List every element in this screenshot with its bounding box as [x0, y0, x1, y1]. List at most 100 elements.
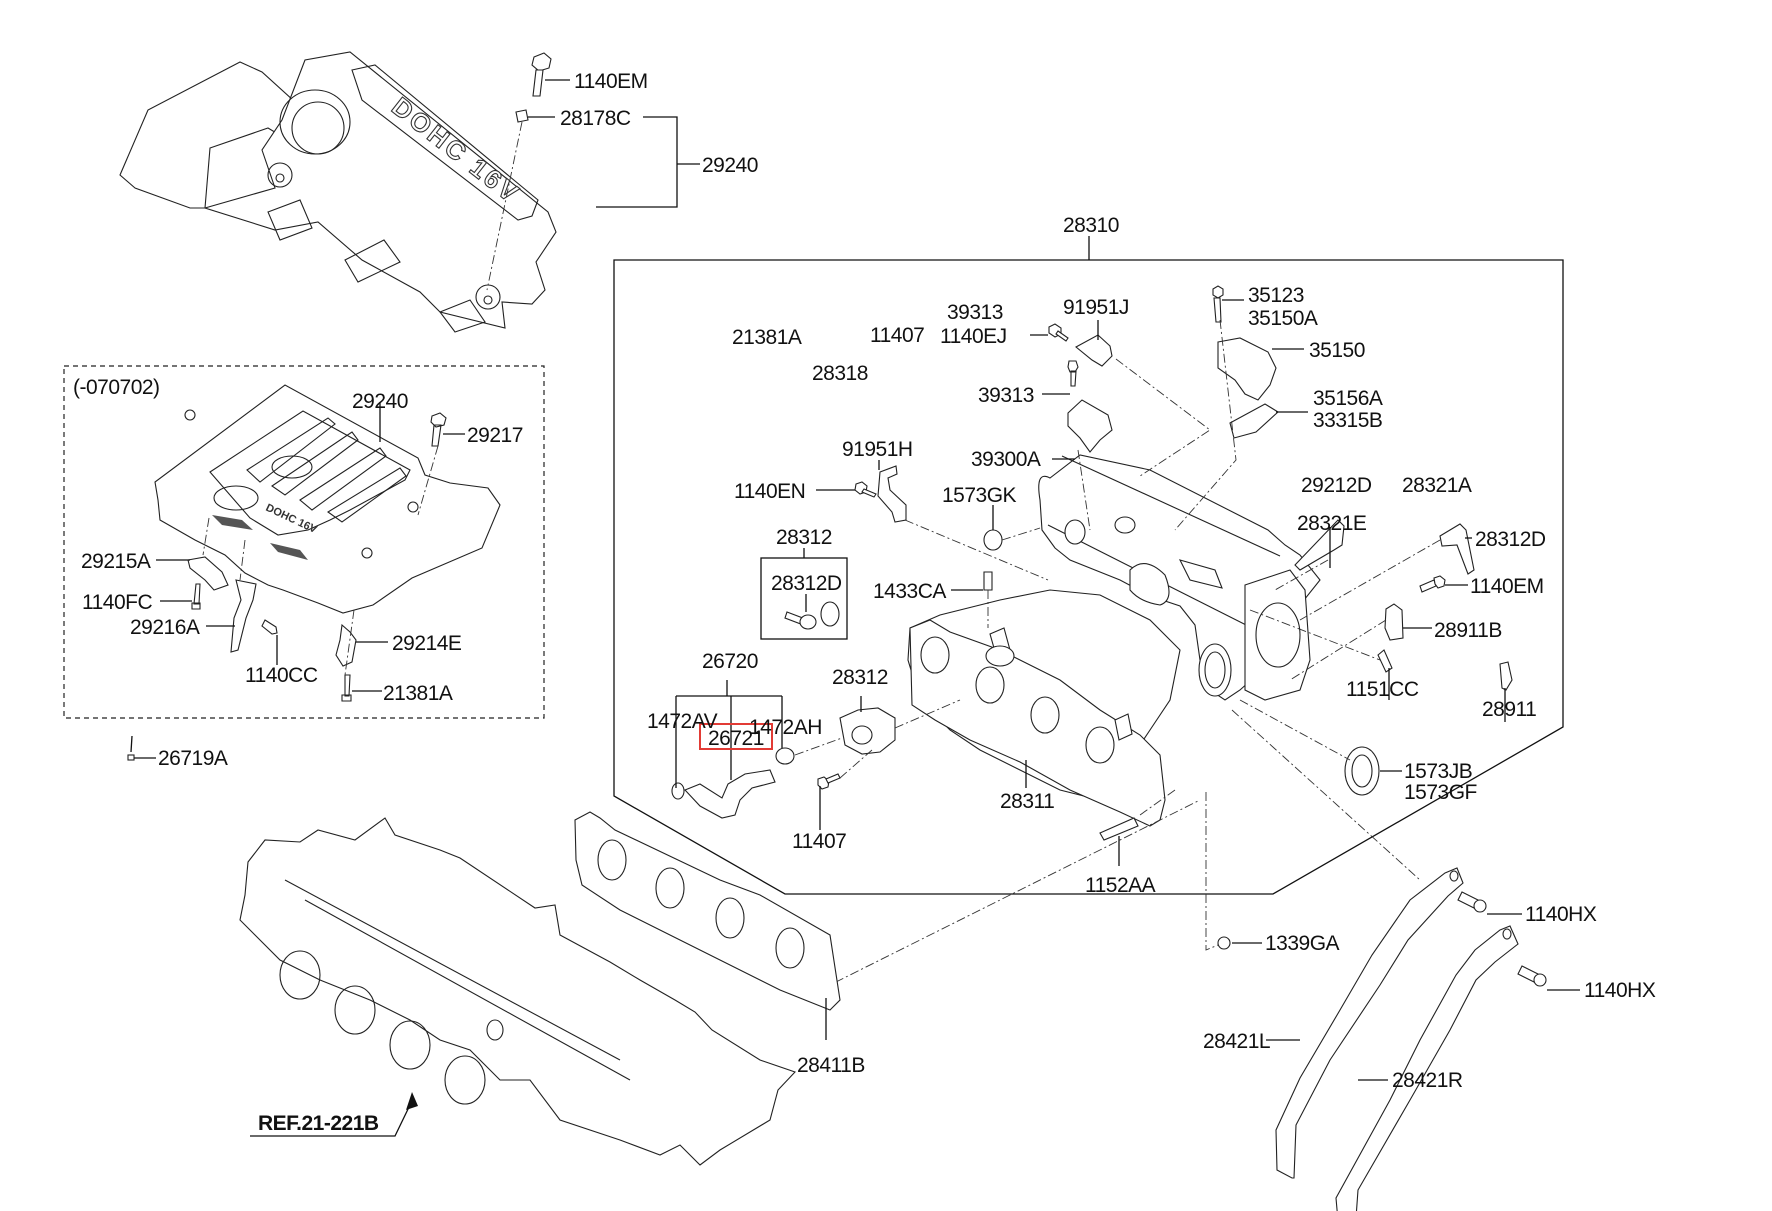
assembly-line-7 — [1299, 539, 1441, 621]
bolt-1140hx-a-icon — [1457, 891, 1487, 913]
label-29240-inset[interactable]: 29240 — [352, 390, 408, 413]
nut-1339ga-icon — [1217, 936, 1231, 950]
label-11407-top[interactable]: 11407 — [870, 324, 925, 347]
label-29215a[interactable]: 29215A — [81, 550, 151, 573]
label-28178c[interactable]: 28178C — [560, 107, 631, 130]
label-35123[interactable]: 35123 — [1248, 284, 1304, 307]
label-1573jb[interactable]: 1573JB — [1404, 760, 1473, 783]
label-1140hx-a[interactable]: 1140HX — [1525, 903, 1597, 926]
bracket-29214e-icon — [335, 623, 357, 667]
clamp-1472av-icon — [671, 782, 685, 800]
gasket-28411b-illustration — [574, 811, 841, 1011]
label-28318[interactable]: 28318 — [812, 362, 868, 385]
label-35150a[interactable]: 35150A — [1248, 307, 1318, 330]
bracket-91951j-icon — [1075, 334, 1113, 367]
bracket-29216a-icon — [230, 579, 257, 653]
inset-frame — [63, 365, 545, 719]
label-28911[interactable]: 28911 — [1482, 698, 1537, 721]
label-28411b[interactable]: 28411B — [797, 1054, 865, 1077]
bolt-35123-icon — [1212, 285, 1224, 323]
label-1140em-top[interactable]: 1140EM — [574, 70, 648, 93]
label-29216a[interactable]: 29216A — [130, 616, 200, 639]
assembly-frame-28310 — [613, 259, 1564, 895]
assembly-line-12 — [894, 699, 961, 729]
label-39300a[interactable]: 39300A — [971, 448, 1041, 471]
bolt-1140cc-icon — [261, 619, 278, 635]
label-91951h[interactable]: 91951H — [842, 438, 913, 461]
bolt-21381a-inset-icon — [341, 674, 352, 702]
label-1433ca[interactable]: 1433CA — [873, 580, 947, 603]
label-28321e[interactable]: 28321E — [1297, 512, 1367, 535]
label-1339ga[interactable]: 1339GA — [1265, 932, 1340, 955]
label-26721[interactable]: 26721 — [708, 727, 764, 750]
label-1151cc[interactable]: 1151CC — [1346, 678, 1419, 701]
label-1140fc[interactable]: 1140FC — [82, 591, 153, 614]
assembly-line-4 — [904, 519, 1049, 581]
label-29212d[interactable]: 29212D — [1301, 474, 1372, 497]
cover-leader-dashed — [486, 121, 523, 291]
label-1573gk[interactable]: 1573GK — [942, 484, 1017, 507]
label-1140hx-b[interactable]: 1140HX — [1584, 979, 1656, 1002]
label-26720[interactable]: 26720 — [702, 650, 758, 673]
assembly-line-10 — [1239, 699, 1351, 761]
assembly-line-5 — [1001, 527, 1041, 541]
label-28311[interactable]: 28311 — [1000, 790, 1055, 813]
ref-label[interactable]: REF.21-221B — [258, 1112, 379, 1135]
hose-26721-icon[interactable] — [684, 769, 776, 819]
label-28421r[interactable]: 28421R — [1392, 1069, 1463, 1092]
sensor-28321e-icon — [1294, 519, 1345, 571]
ref-arrow-icon — [406, 1092, 418, 1110]
bolt-1140fc-icon — [191, 583, 201, 610]
label-29214e[interactable]: 29214E — [392, 632, 462, 655]
label-1152aa[interactable]: 1152AA — [1085, 874, 1156, 897]
assembly-line-1 — [1115, 358, 1211, 477]
label-1472av[interactable]: 1472AV — [647, 710, 718, 733]
assembly-line-17 — [819, 799, 1201, 991]
label-26719a[interactable]: 26719A — [158, 747, 228, 770]
label-28312-mid[interactable]: 28312 — [832, 666, 888, 689]
inset-leader-dashed-1 — [417, 445, 439, 516]
label-35156a[interactable]: 35156A — [1313, 387, 1383, 410]
clip-28911-icon — [1499, 661, 1513, 691]
label-28312d-right[interactable]: 28312D — [1475, 528, 1546, 551]
assembly-line-14 — [839, 749, 873, 779]
bracket-91951h-icon — [877, 465, 907, 523]
label-21381a[interactable]: 21381A — [732, 326, 802, 349]
label-28310[interactable]: 28310 — [1063, 214, 1119, 237]
label-33315b[interactable]: 33315B — [1313, 409, 1383, 432]
bracket-26720 — [675, 680, 783, 788]
label-91951j[interactable]: 91951J — [1063, 296, 1129, 319]
dowel-1433ca-icon — [983, 571, 993, 591]
label-11407-bottom[interactable]: 11407 — [792, 830, 847, 853]
bolt-1140ej-icon — [1048, 323, 1069, 342]
assembly-line-11 — [1231, 709, 1421, 881]
label-1140em-right[interactable]: 1140EM — [1470, 575, 1544, 598]
label-28312d-box[interactable]: 28312D — [771, 572, 842, 595]
label-28421l[interactable]: 28421L — [1203, 1030, 1271, 1053]
label-28312-box[interactable]: 28312 — [776, 526, 832, 549]
assembly-line-9 — [1249, 609, 1381, 661]
engine-cover-top-illustration: DOHC 16V — [119, 51, 557, 333]
intake-manifold-illustration — [907, 454, 1321, 827]
label-1140ej[interactable]: 1140EJ — [940, 325, 1007, 348]
inset-leader-dashed-2 — [202, 517, 210, 556]
label-1472ah[interactable]: 1472AH — [749, 716, 822, 739]
label-1573gf[interactable]: 1573GF — [1404, 781, 1477, 804]
label-39313-b[interactable]: 39313 — [978, 384, 1034, 407]
stud-1152aa-icon — [1099, 817, 1139, 841]
label-1140cc[interactable]: 1140CC — [245, 664, 318, 687]
label-28911b[interactable]: 28911B — [1434, 619, 1502, 642]
label-28321a[interactable]: 28321A — [1402, 474, 1472, 497]
label-21381a-inset[interactable]: 21381A — [383, 682, 453, 705]
oring-1573gk-icon — [983, 529, 1003, 551]
hose-fitting-28312d-right-icon — [1439, 523, 1475, 575]
bolt-11407-bottom-icon — [817, 773, 841, 790]
label-29217[interactable]: 29217 — [467, 424, 523, 447]
label-39313-a[interactable]: 39313 — [947, 301, 1003, 324]
label-29240-top[interactable]: 29240 — [702, 154, 758, 177]
bolt-39313-icon — [1067, 360, 1079, 387]
label-35150[interactable]: 35150 — [1309, 339, 1365, 362]
label-1140en[interactable]: 1140EN — [734, 480, 806, 503]
stud-1151cc-icon — [1377, 649, 1393, 673]
